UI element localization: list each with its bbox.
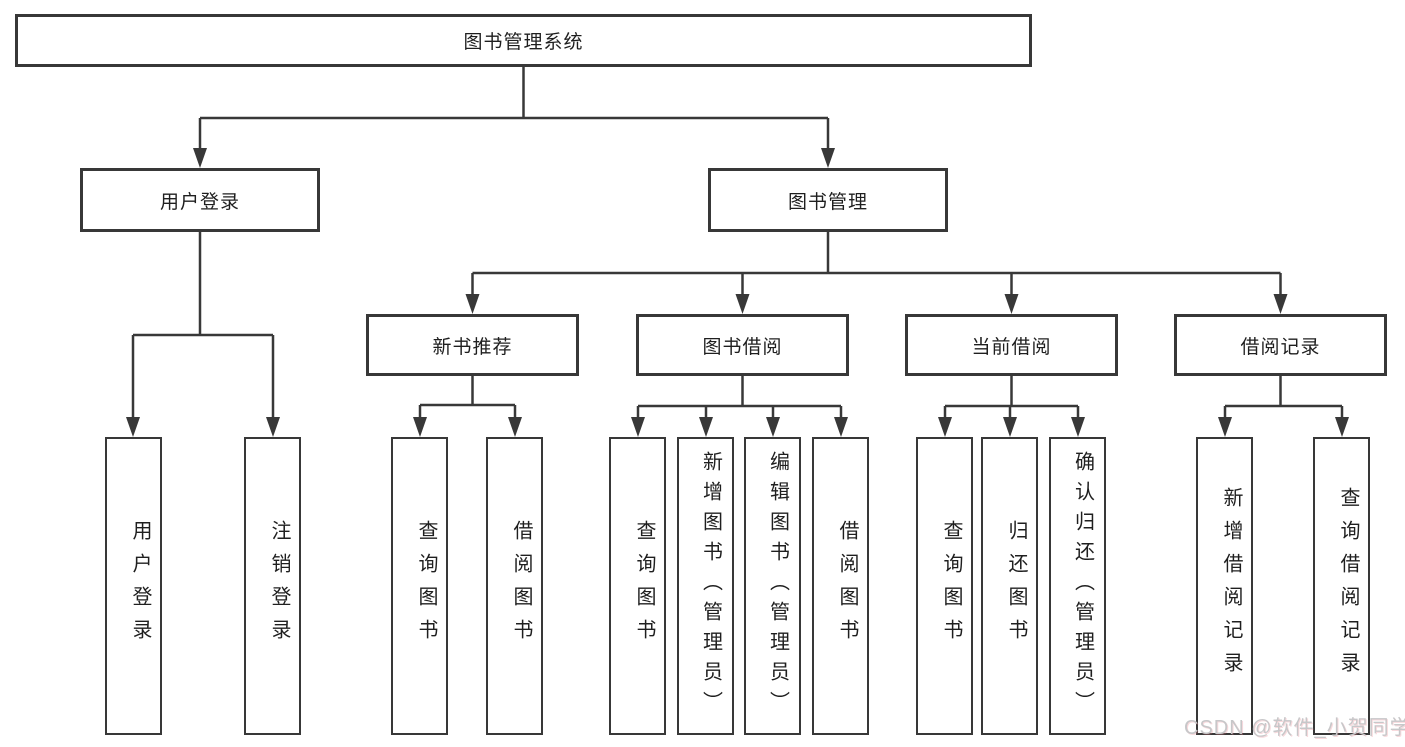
- leaf-add-borrow-record-label: 新增借阅记录: [1220, 487, 1242, 685]
- node-new-book-recommend-label: 新书推荐: [432, 336, 513, 358]
- node-current-borrow: 当前借阅: [905, 314, 1118, 376]
- leaf-logout: 注销登录: [244, 437, 301, 735]
- node-user-login-label: 用户登录: [159, 191, 240, 213]
- leaf-user-login: 用户登录: [105, 437, 162, 735]
- node-book-management: 图书管理: [708, 168, 948, 232]
- leaf-return-book-label: 归还图书: [1005, 520, 1027, 652]
- node-user-login: 用户登录: [80, 168, 320, 232]
- arrowheads: [126, 148, 1349, 437]
- node-borrow-record-label: 借阅记录: [1240, 336, 1321, 358]
- leaf-current-query-books-label: 查询图书: [940, 520, 962, 652]
- leaf-edit-book-admin: 编辑图书（管理员）: [744, 437, 801, 735]
- leaf-borrow-books-label: 借阅图书: [836, 520, 858, 652]
- node-book-management-label: 图书管理: [787, 191, 868, 213]
- node-current-borrow-label: 当前借阅: [971, 336, 1052, 358]
- leaf-borrow-query-books: 查询图书: [609, 437, 666, 735]
- node-root-label: 图书管理系统: [463, 32, 584, 53]
- leaf-logout-label: 注销登录: [268, 520, 290, 652]
- node-new-book-recommend: 新书推荐: [366, 314, 579, 376]
- leaf-user-login-label: 用户登录: [129, 520, 151, 652]
- leaf-query-borrow-record: 查询借阅记录: [1313, 437, 1370, 735]
- leaf-confirm-return-admin: 确认归还（管理员）: [1049, 437, 1106, 735]
- leaf-recommend-query-books-label: 查询图书: [415, 520, 437, 652]
- leaf-query-borrow-record-label: 查询借阅记录: [1337, 487, 1359, 685]
- leaf-borrow-books: 借阅图书: [812, 437, 869, 735]
- leaf-add-book-admin-label: 新增图书（管理员）: [699, 451, 722, 721]
- leaf-recommend-query-books: 查询图书: [391, 437, 448, 735]
- watermark: CSDN @软件_小贺同学: [1184, 717, 1405, 739]
- leaf-add-book-admin: 新增图书（管理员）: [677, 437, 734, 735]
- node-book-borrow: 图书借阅: [636, 314, 849, 376]
- leaf-add-borrow-record: 新增借阅记录: [1196, 437, 1253, 735]
- node-borrow-record: 借阅记录: [1174, 314, 1387, 376]
- node-root-library-system: 图书管理系统: [15, 14, 1032, 67]
- leaf-confirm-return-admin-label: 确认归还（管理员）: [1071, 451, 1094, 721]
- node-book-borrow-label: 图书借阅: [702, 336, 783, 358]
- leaf-recommend-borrow-books: 借阅图书: [486, 437, 543, 735]
- leaf-return-book: 归还图书: [981, 437, 1038, 735]
- leaf-current-query-books: 查询图书: [916, 437, 973, 735]
- leaf-recommend-borrow-books-label: 借阅图书: [510, 520, 532, 652]
- leaf-edit-book-admin-label: 编辑图书（管理员）: [766, 451, 789, 721]
- leaf-borrow-query-books-label: 查询图书: [633, 520, 655, 652]
